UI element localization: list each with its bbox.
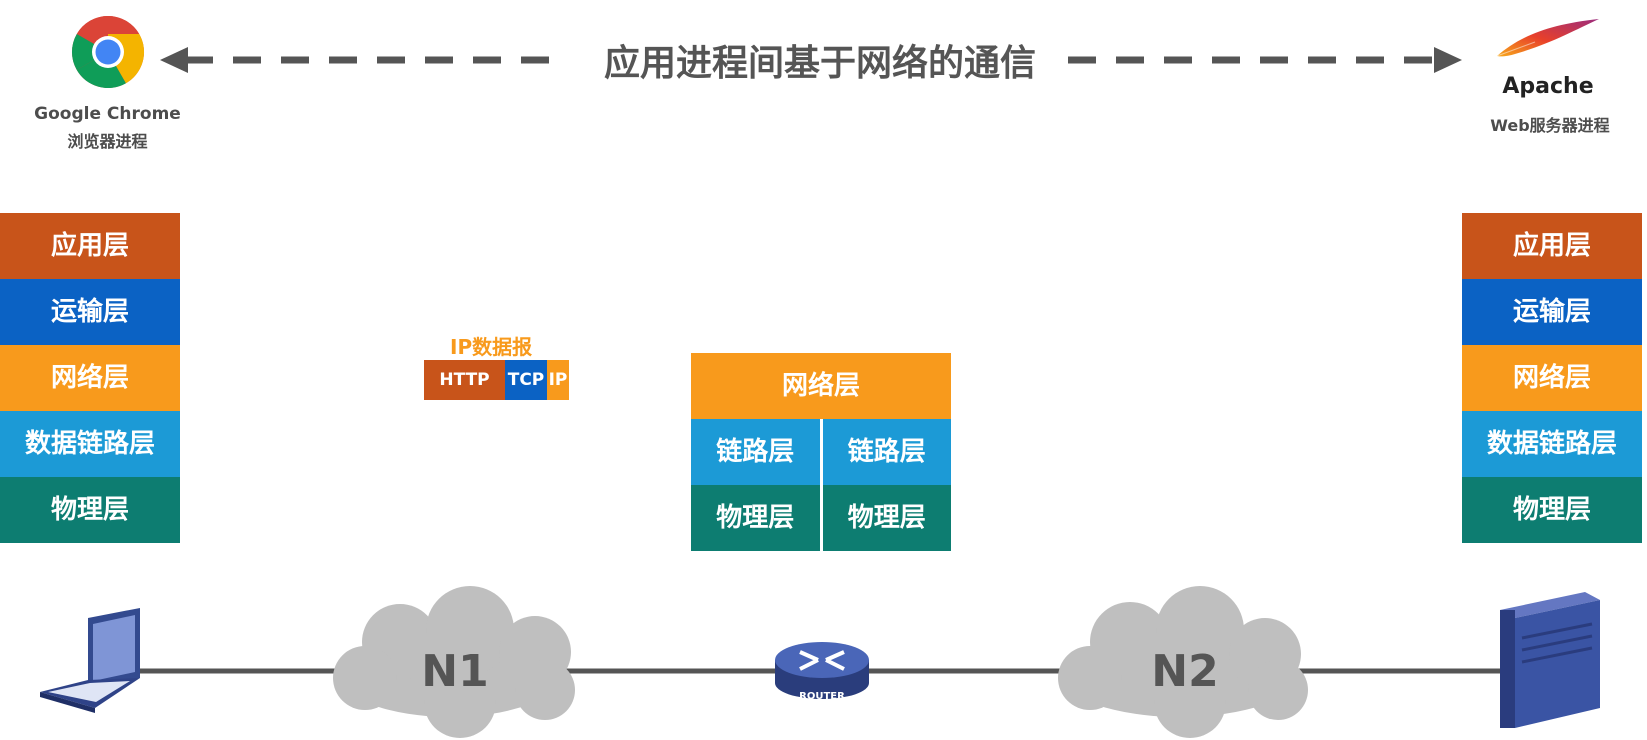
server-transport-layer: 运输层 [1462,279,1642,345]
ip-header: IP [547,360,569,400]
server-icon [1500,592,1600,728]
server-app-desc: Web服务器进程 [1490,116,1610,135]
router-link-layer-left: 链路层 [691,419,820,485]
router-network-layer: 网络层 [691,353,951,419]
router-link-layer-right: 链路层 [819,419,951,485]
network-n2-label: N2 [1151,646,1219,697]
cloud-n2-icon [1058,586,1308,738]
network-n1-label: N1 [421,646,489,697]
client-physical-layer: 物理层 [0,477,180,543]
router-physical-layer-right: 物理层 [819,485,951,551]
server-protocol-stack: 应用层 运输层 网络层 数据链路层 物理层 [1462,213,1642,543]
chrome-logo-icon [71,15,145,89]
http-segment: HTTP [424,360,505,400]
laptop-icon [40,608,140,713]
router-label: ROUTER [799,691,845,702]
tcp-header: TCP [505,360,547,400]
client-app-desc: 浏览器进程 [67,132,148,151]
client-network-layer: 网络层 [0,345,180,411]
server-application-layer: 应用层 [1462,213,1642,279]
diagram-title: 应用进程间基于网络的通信 [603,43,1036,84]
cloud-n1-icon [333,586,575,738]
ip-datagram: HTTP TCP IP [424,360,569,400]
process-communication-arrow [160,47,1462,73]
client-application-layer: 应用层 [0,213,180,279]
ip-datagram-label: IP数据报 [450,335,533,359]
client-protocol-stack: 应用层 运输层 网络层 数据链路层 物理层 [0,213,180,543]
server-network-layer: 网络层 [1462,345,1642,411]
server-app-name: Apache [1502,74,1594,99]
apache-feather-icon [1496,19,1599,57]
server-physical-layer: 物理层 [1462,477,1642,543]
router-protocol-stack: 网络层 链路层 链路层 物理层 物理层 [691,353,951,551]
router-physical-layer-left: 物理层 [691,485,820,551]
network-topology [40,586,1600,738]
client-datalink-layer: 数据链路层 [0,411,180,477]
server-datalink-layer: 数据链路层 [1462,411,1642,477]
client-app-name: Google Chrome [34,104,181,124]
router-icon [775,642,869,699]
client-transport-layer: 运输层 [0,279,180,345]
